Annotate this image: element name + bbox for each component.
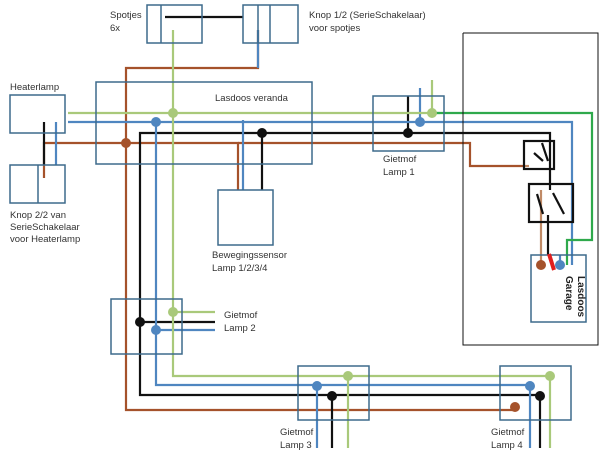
label-gietmof-lamp2: Gietmof Lamp 2 [224, 310, 260, 334]
knop-heater-box [9, 164, 66, 204]
lasdoos-garage-box [530, 254, 587, 323]
label-heaterlamp: Heaterlamp [10, 82, 59, 93]
label-gietmof-lamp3: Gietmof Lamp 3 [280, 427, 316, 451]
label-gietmof-lamp4: Gietmof Lamp 4 [491, 427, 527, 451]
label-bewegingssensor: Bewegingssensor Lamp 1/2/3/4 [212, 250, 290, 274]
label-knop-heater: Knop 2/2 van SerieSchakelaar voor Heater… [10, 210, 82, 245]
gietmof-lamp4-box [499, 365, 572, 421]
label-knop-spotjes: Knop 1/2 (SerieSchakelaar) voor spotjes [309, 10, 428, 34]
label-lasdoos-garage: Lasdoos Garage [563, 276, 586, 320]
lasdoos-veranda-box [95, 81, 313, 165]
red-connector [547, 253, 556, 271]
garage-region [462, 32, 599, 346]
gietmof-lamp1-box [372, 95, 445, 152]
brown-wires [42, 30, 543, 412]
switch-1 [522, 139, 556, 171]
spotjes-box [146, 4, 203, 44]
knop-spotjes-box [242, 4, 299, 44]
green-wires [432, 111, 594, 265]
label-gietmof-lamp1: Gietmof Lamp 1 [383, 154, 419, 178]
gietmof-lamp3-box [297, 365, 370, 421]
switch-2 [527, 182, 575, 224]
label-lasdoos-veranda: Lasdoos veranda [215, 93, 289, 104]
bewegingssensor-box [217, 189, 274, 246]
label-spotjes: Spotjes 6x [110, 10, 144, 34]
heaterlamp-box [9, 94, 66, 134]
junction-dots [121, 108, 565, 412]
gietmof-lamp2-box [110, 298, 183, 355]
